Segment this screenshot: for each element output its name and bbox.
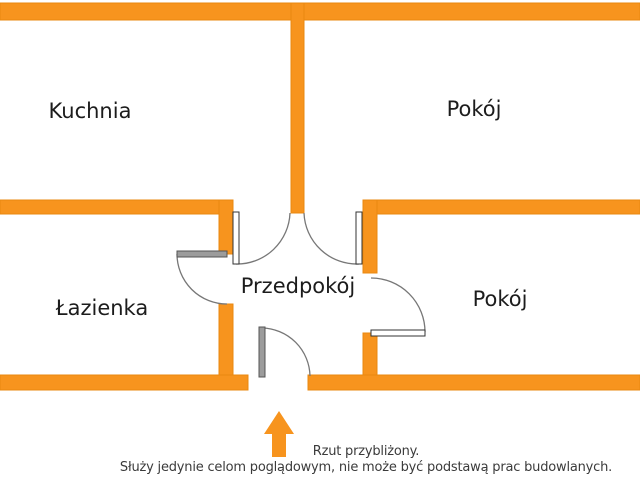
door-leaf-entrance bbox=[258, 326, 266, 378]
wall-bathroom-hall-lower bbox=[218, 303, 234, 377]
room-label-lazienka: Łazienka bbox=[55, 296, 149, 320]
caption-line2: Służy jedynie celom poglądowym, nie może… bbox=[119, 460, 613, 475]
door-leaf-lazienka bbox=[176, 250, 228, 258]
wall-kitchen-bottom bbox=[0, 199, 234, 215]
room-label-przedpokoj: Przedpokój bbox=[240, 274, 356, 298]
door-arc-lazienka bbox=[176, 253, 228, 305]
wall-kitchen-room-divider bbox=[290, 2, 305, 214]
caption: Rzut przybliżony. Służy jedynie celom po… bbox=[120, 444, 612, 476]
door-arc-kuchnia bbox=[235, 212, 291, 265]
door-arc-pokoj-top bbox=[303, 212, 360, 265]
caption-line1: Rzut przybliżony. bbox=[312, 444, 420, 459]
wall-hall-room-lower bbox=[362, 332, 378, 377]
wall-top bbox=[0, 2, 640, 21]
door-arc-pokoj-right bbox=[370, 277, 426, 333]
walls bbox=[0, 2, 640, 391]
wall-bottom-left bbox=[0, 374, 249, 391]
wall-room-top-bottom bbox=[362, 199, 640, 215]
room-label-kuchnia: Kuchnia bbox=[48, 99, 132, 123]
wall-bottom-right bbox=[307, 374, 640, 391]
room-label-pokoj-top: Pokój bbox=[446, 97, 502, 121]
door-leaf-pokoj-right bbox=[370, 329, 426, 337]
door-leaf-kuchnia bbox=[232, 211, 240, 265]
door-leaves bbox=[176, 211, 426, 378]
door-arcs bbox=[176, 212, 426, 377]
up-arrow-icon bbox=[264, 411, 294, 457]
wall-hall-room-upper bbox=[362, 199, 378, 274]
door-arc-entrance bbox=[261, 327, 311, 377]
wall-bathroom-hall-upper bbox=[218, 199, 234, 255]
door-leaf-pokoj-top bbox=[355, 211, 363, 265]
room-label-pokoj-right: Pokój bbox=[472, 287, 528, 311]
